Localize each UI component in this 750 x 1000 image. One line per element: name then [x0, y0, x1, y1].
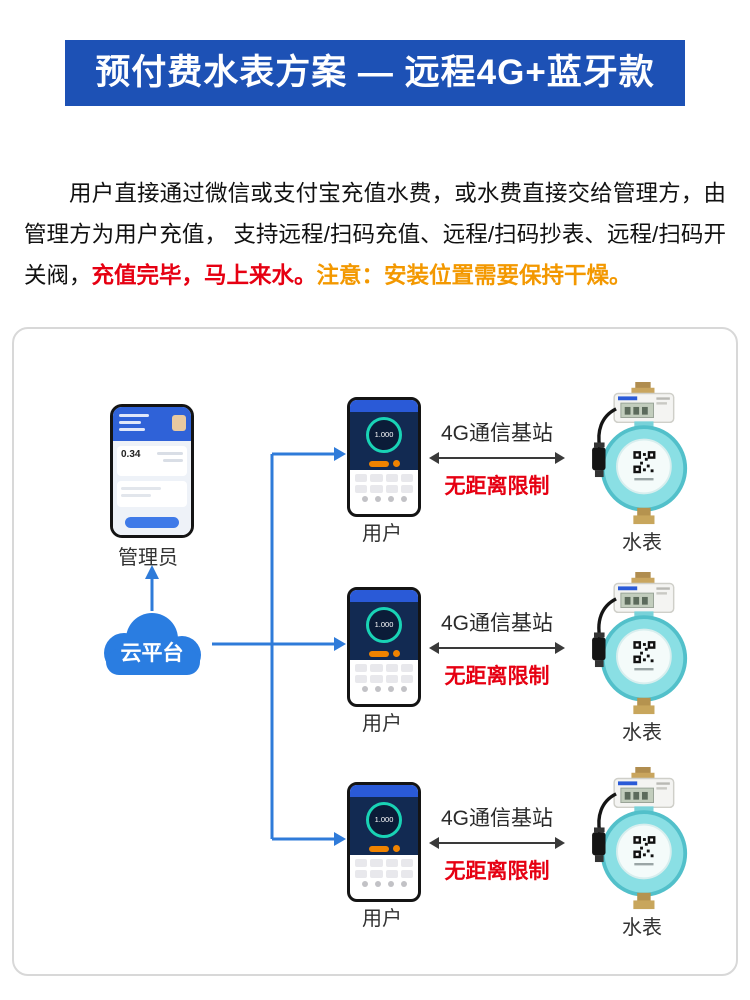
phone-gauge: 1.000 [350, 411, 418, 458]
user-phone-mockup: 1.000 [347, 586, 421, 707]
admin-app-button [124, 516, 180, 528]
water-meter-image [590, 381, 688, 526]
text-line [119, 413, 149, 417]
recharge-button-icon [368, 650, 389, 657]
intro-orange-text: 注意：安装位置需要保持干燥。 [316, 262, 632, 288]
admin-app-value: 0.34 [121, 448, 141, 460]
balance-card: 0.34 [117, 445, 187, 476]
intro-main-text: 用户直接通过微信或支付宝充值水费，或水费直接交给管理方，由管理方为用户充值， 支… [24, 181, 726, 288]
text-line [121, 493, 151, 497]
phone-gauge-ring: 1.000 [366, 801, 402, 838]
phone-reading: 1.000 [374, 620, 394, 630]
phone-reading: 1.000 [374, 430, 394, 440]
link-title: 4G通信基站 [440, 611, 553, 635]
page-title: 预付费水表方案 — 远程4G+蓝牙款 [95, 53, 655, 92]
phone-gauge: 1.000 [350, 796, 418, 843]
action-dot-icon [392, 650, 400, 658]
text-line [163, 458, 183, 462]
phone-gauge-ring: 1.000 [366, 416, 402, 453]
link-row: 4G通信基站 无距离限制 [422, 607, 572, 690]
intro-red-text: 充值完毕，马上来水。 [91, 262, 317, 288]
double-arrow-icon [422, 641, 572, 655]
phone-nav-bar [350, 685, 418, 693]
phone-app-header [350, 399, 418, 412]
double-arrow-icon [422, 836, 572, 850]
user-label: 用户 [362, 712, 402, 735]
info-card [117, 480, 187, 507]
text-line [119, 427, 145, 431]
admin-app-header [113, 406, 191, 441]
link-title: 4G通信基站 [440, 806, 553, 830]
admin-app-body: 0.34 [113, 440, 191, 535]
phone-app-header [350, 589, 418, 602]
cloud-icon [104, 612, 201, 675]
cloud-platform: 云平台 [92, 611, 212, 681]
meter-label: 水表 [622, 531, 662, 554]
link-row: 4G通信基站 无距离限制 [422, 417, 572, 500]
link-note: 无距离限制 [444, 664, 550, 688]
phone-reading: 1.000 [374, 815, 394, 825]
phone-nav-bar [350, 880, 418, 888]
recharge-button-icon [368, 460, 389, 467]
text-line [157, 451, 183, 455]
phone-icon-grid [350, 660, 418, 685]
phone-gauge: 1.000 [350, 601, 418, 648]
phone-icon-grid [350, 855, 418, 880]
double-arrow-icon [422, 451, 572, 465]
solution-diagram: 0.34 管理员 云平台 [12, 326, 738, 976]
phone-app-header [350, 784, 418, 797]
water-meter-image [590, 571, 688, 716]
link-note: 无距离限制 [444, 859, 550, 883]
title-banner: 预付费水表方案 — 远程4G+蓝牙款 [65, 40, 685, 106]
phone-action-row [350, 457, 418, 470]
water-meter-image [590, 766, 688, 911]
intro-paragraph: 用户直接通过微信或支付宝充值水费，或水费直接交给管理方，由管理方为用户充值， 支… [24, 174, 726, 297]
phone-nav-bar [350, 495, 418, 503]
phone-gauge-ring: 1.000 [366, 606, 402, 643]
link-note: 无距离限制 [444, 474, 550, 498]
link-row: 4G通信基站 无距离限制 [422, 802, 572, 885]
link-title: 4G通信基站 [440, 421, 553, 445]
action-dot-icon [392, 845, 400, 853]
user-phone-mockup: 1.000 [347, 781, 421, 902]
admin-label: 管理员 [118, 546, 178, 569]
text-line [119, 420, 141, 424]
user-phone-mockup: 1.000 [347, 396, 421, 517]
action-dot-icon [392, 460, 400, 468]
phone-action-row [350, 842, 418, 855]
avatar [172, 414, 186, 431]
meter-label: 水表 [622, 721, 662, 744]
text-line [121, 486, 161, 490]
meter-label: 水表 [622, 916, 662, 939]
phone-icon-grid [350, 470, 418, 495]
recharge-button-icon [368, 845, 389, 852]
admin-phone-mockup: 0.34 [110, 403, 194, 538]
user-label: 用户 [362, 907, 402, 930]
phone-action-row [350, 647, 418, 660]
user-label: 用户 [362, 522, 402, 545]
cloud-label: 云平台 [120, 641, 184, 665]
